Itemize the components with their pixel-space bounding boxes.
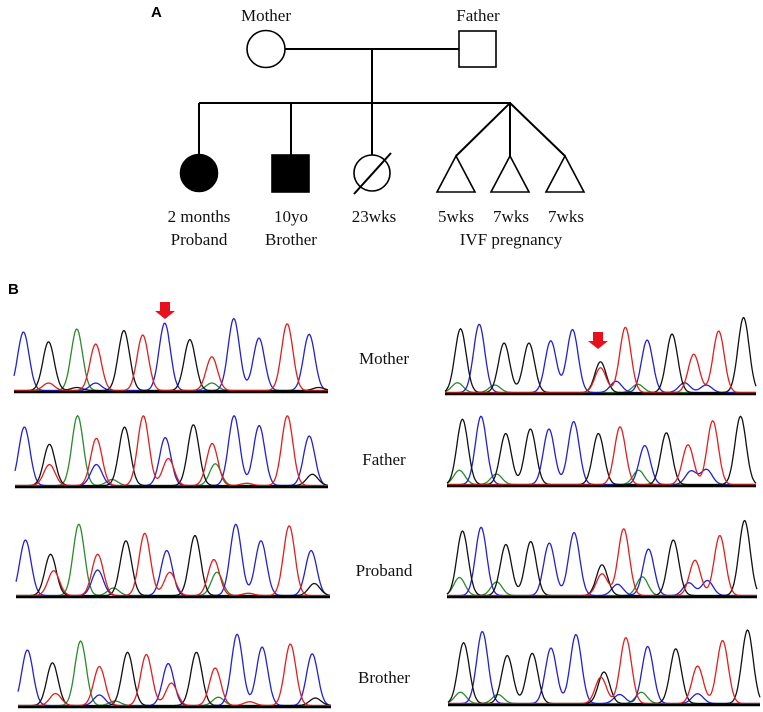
- father-label: Father: [456, 6, 500, 25]
- trace-left-brother-G: [18, 651, 332, 707]
- proband-age: 2 months: [168, 207, 231, 226]
- ivf-branch-1: [455, 102, 511, 157]
- sample-label-proband: Proband: [356, 561, 413, 580]
- brother-symbol: [271, 154, 310, 193]
- trace-right-brother-C: [448, 630, 760, 705]
- trace-right-mother-T: [445, 326, 756, 394]
- sample-label-brother: Brother: [358, 668, 410, 687]
- brother-age: 10yo: [274, 207, 308, 226]
- mutation-arrow-right: [588, 332, 608, 349]
- mutation-arrow-left: [155, 302, 175, 319]
- panel-b-letter: B: [8, 281, 19, 298]
- sample-label-mother: Mother: [359, 349, 409, 368]
- proband-label: Proband: [171, 230, 228, 249]
- mother-label: Mother: [241, 6, 291, 25]
- trace-right-father-G: [446, 415, 757, 486]
- ivf-3-label: 7wks: [548, 207, 584, 226]
- mother-symbol: [246, 29, 286, 69]
- panel-b: B Mother Father Proband Brother: [8, 281, 761, 709]
- trace-left-father-G: [15, 424, 329, 487]
- fetus-23wks-label: 23wks: [352, 207, 396, 226]
- trace-right-brother-T: [448, 637, 760, 705]
- ivf-2-label: 7wks: [493, 207, 529, 226]
- trace-left-mother-G: [14, 329, 329, 392]
- brother-label: Brother: [265, 230, 317, 249]
- trace-left-mother-A: [14, 328, 328, 392]
- trace-left-father-T: [15, 415, 328, 487]
- ivf-2-symbol: [489, 154, 531, 193]
- trace-right-brother-G: [447, 629, 761, 705]
- chromatogram-traces: [13, 316, 761, 709]
- trace-right-father-T: [447, 420, 756, 486]
- father-symbol: [458, 30, 497, 68]
- panel-a: A Mother Father 2 months Proband 10yo Br…: [151, 4, 586, 249]
- trace-right-proband-G: [446, 519, 758, 597]
- ivf-branch-3: [509, 102, 566, 157]
- deceased-slash: [353, 152, 392, 195]
- ivf-1-label: 5wks: [438, 207, 474, 226]
- ivf-1-symbol: [435, 154, 477, 193]
- proband-symbol: [179, 153, 219, 193]
- trace-right-proband-T: [447, 528, 757, 597]
- trace-left-brother-T: [18, 643, 331, 707]
- trace-right-mother-G: [444, 316, 757, 394]
- trace-left-proband-T: [16, 525, 330, 597]
- trace-right-proband-C: [447, 526, 757, 597]
- sample-label-father: Father: [362, 450, 406, 469]
- ivf-group-label: IVF pregnancy: [460, 230, 563, 249]
- trace-left-proband-G: [16, 534, 331, 597]
- ivf-3-symbol: [544, 154, 586, 193]
- panel-a-letter: A: [151, 4, 162, 21]
- trace-left-mother-T: [14, 323, 328, 392]
